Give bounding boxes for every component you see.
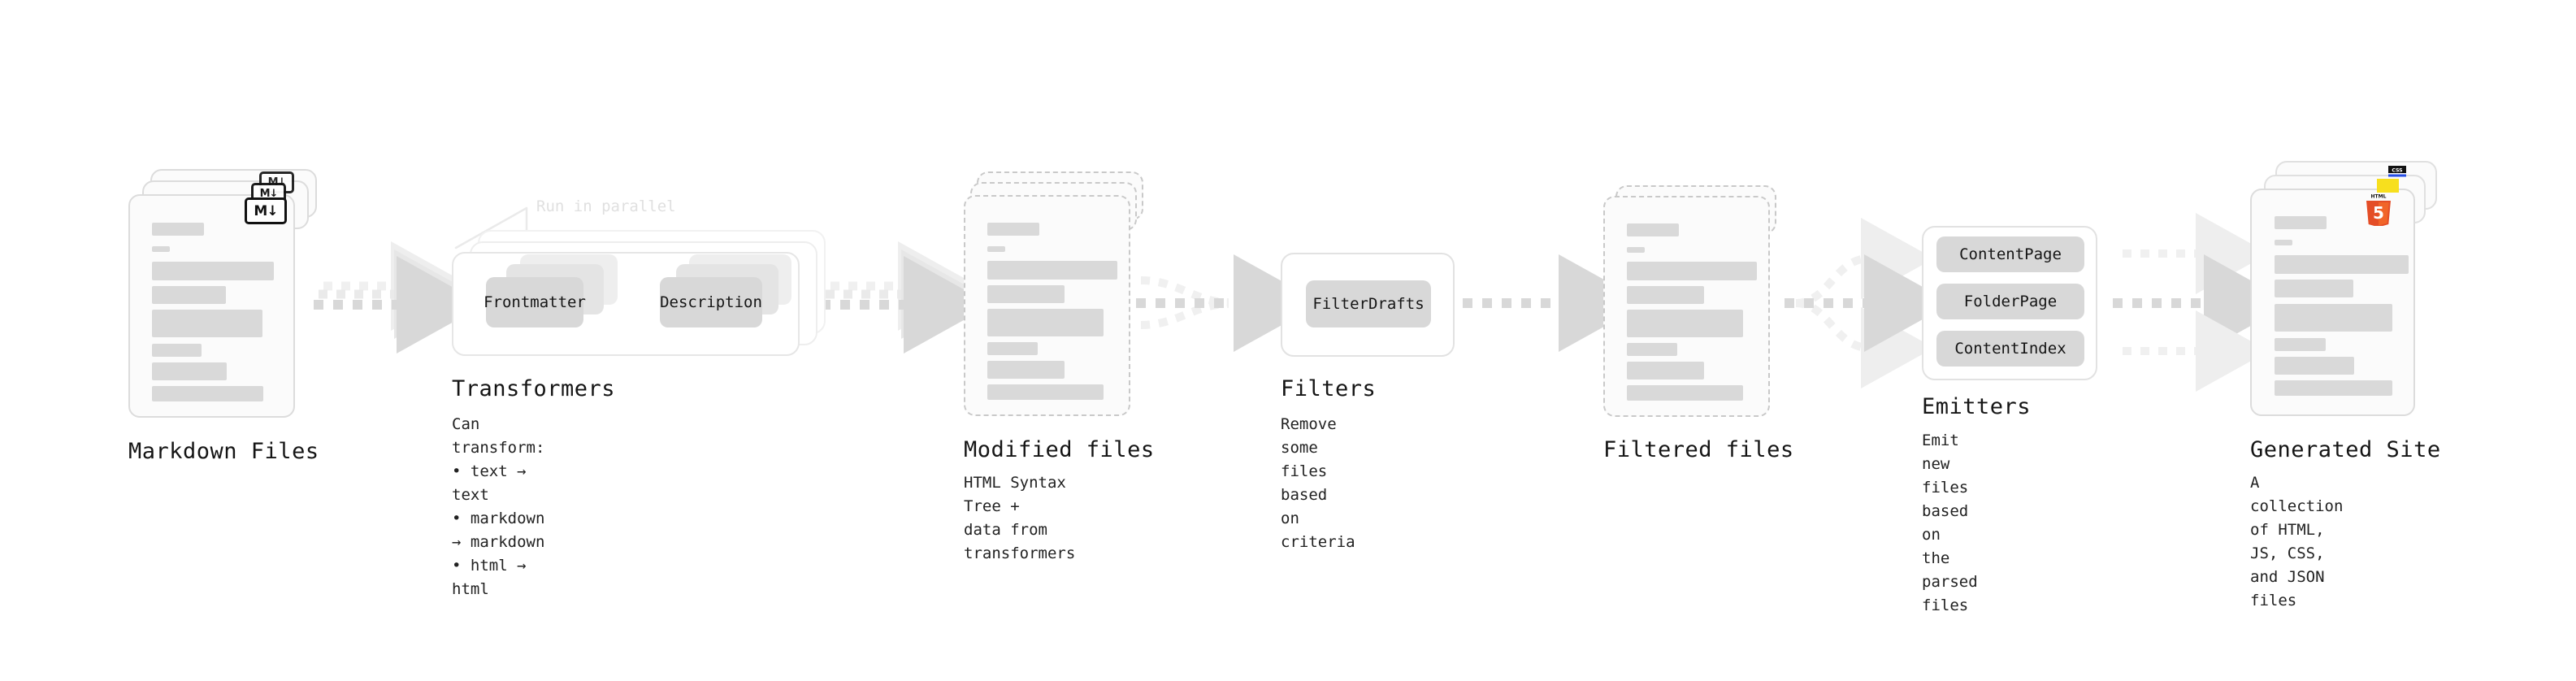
doc-para-bar-6 [1627,385,1743,401]
doc-para-bar-5 [1627,362,1704,380]
connector-filtered-to-emitters [1785,218,1952,388]
doc-para-bar-4 [987,342,1038,355]
doc-meta-bar [987,246,1005,252]
stage-title-modified-files: Modified files [964,437,1155,462]
doc-para-bar-3 [987,309,1104,336]
markdown-icon-front: M↓ [245,197,287,224]
stage-subtitle-filters: Remove some files based on criteria [1281,415,1355,551]
markdown-card-front [128,194,295,418]
stage-subtitle-transformers: Can transform: • text → text • markdown … [452,415,545,598]
doc-para-bar-6 [152,386,263,401]
svg-text:5: 5 [2373,203,2384,223]
stage-title-transformers: Transformers [452,376,616,401]
connector-transformers-to-modified [821,241,991,354]
doc-para-bar-3 [1627,310,1743,337]
doc-para-bar-2 [1627,286,1704,304]
svg-text:HTML: HTML [2371,194,2387,200]
doc-para-bar-1 [2275,255,2409,274]
doc-para-bar-5 [152,362,227,380]
doc-para-bar-4 [2275,338,2326,351]
html5-icon: HTML 5 [2366,194,2391,226]
doc-para-bar-5 [2275,357,2354,375]
stage-title-filtered-files: Filtered files [1603,437,1794,462]
site-card-front [2250,189,2415,416]
run-in-parallel-label: Run in parallel [536,197,676,215]
transformer-chip-description[interactable]: Description [660,277,762,327]
connector-emitters-to-site [2113,213,2292,392]
doc-title-bar [152,223,204,236]
emitters-chip-contentpage[interactable]: ContentPage [1936,236,2084,272]
doc-meta-bar [2275,240,2292,245]
svg-text:CSS: CSS [2392,168,2402,174]
stage-title-generated-site: Generated Site [2250,437,2441,462]
doc-para-bar-6 [987,384,1104,400]
stage-title-emitters: Emitters [1922,394,2032,419]
transformer-chip-frontmatter[interactable]: Frontmatter [484,277,586,327]
filtered-card-front [1603,196,1770,417]
doc-para-bar-2 [987,285,1065,303]
doc-para-bar-4 [1627,343,1677,356]
modified-card-front [964,195,1130,416]
css-icon: CSS [2388,166,2406,177]
doc-para-bar-3 [2275,304,2392,332]
doc-para-bar-6 [2275,380,2392,396]
doc-meta-bar [1627,247,1645,253]
stage-title-markdown-files: Markdown Files [128,439,319,464]
doc-para-bar-1 [1627,262,1757,280]
stage-subtitle-modified-files: HTML Syntax Tree + data from transformer… [964,474,1076,562]
connector-modified-to-filters [1136,254,1321,352]
stage-title-filters: Filters [1281,376,1377,401]
doc-title-bar [987,223,1039,236]
js-icon [2377,179,2399,193]
filters-chip-filterdrafts[interactable]: FilterDrafts [1306,280,1431,327]
doc-para-bar-3 [152,310,262,337]
emitters-chip-folderpage[interactable]: FolderPage [1936,284,2084,319]
doc-para-bar-1 [152,262,274,280]
doc-para-bar-2 [2275,280,2353,297]
doc-para-bar-5 [987,361,1065,379]
connector-md-to-transformers [314,241,484,354]
stage-subtitle-emitters: Emit new files based on the parsed files [1922,432,1978,614]
emitters-chip-contentindex[interactable]: ContentIndex [1936,331,2084,367]
doc-para-bar-4 [152,344,202,357]
doc-para-bar-1 [987,261,1117,280]
doc-meta-bar [152,246,170,252]
stage-subtitle-generated-site: A collection of HTML, JS, CSS, and JSON … [2250,474,2344,609]
doc-title-bar [1627,223,1679,236]
doc-para-bar-2 [152,286,226,304]
doc-title-bar [2275,216,2327,229]
